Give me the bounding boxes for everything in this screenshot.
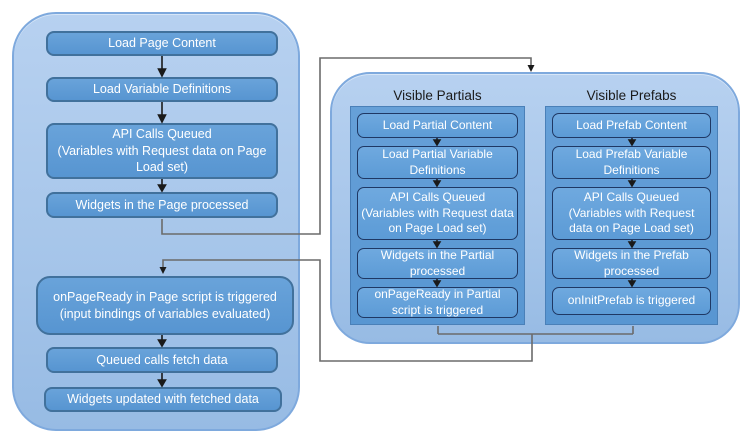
flow-step-onpageready-triggered: onPageReady in Page script is triggered … bbox=[36, 276, 294, 335]
flow-step-widgets-updated: Widgets updated with fetched data bbox=[44, 387, 282, 412]
flow-step-api-calls-queued: API Calls Queued (Variables with Request… bbox=[46, 123, 278, 179]
flow-step-load-variable-definitions: Load Variable Definitions bbox=[46, 77, 278, 102]
partial-step-api-calls-queued: API Calls Queued (Variables with Request… bbox=[357, 187, 518, 240]
partial-step-onpageready-triggered: onPageReady in Partial script is trigger… bbox=[357, 287, 518, 318]
flow-step-load-page-content: Load Page Content bbox=[46, 31, 278, 56]
prefab-step-widgets-processed: Widgets in the Prefab processed bbox=[552, 248, 711, 279]
prefab-step-load-variable-definitions: Load Prefab Variable Definitions bbox=[552, 146, 711, 179]
visible-prefabs-title: Visible Prefabs bbox=[586, 87, 677, 103]
prefab-step-load-content: Load Prefab Content bbox=[552, 113, 711, 138]
visible-partials-title: Visible Partials bbox=[393, 87, 482, 103]
partial-step-widgets-processed: Widgets in the Partial processed bbox=[357, 248, 518, 279]
prefab-step-oninitprefab-triggered: onInitPrefab is triggered bbox=[552, 287, 711, 315]
flow-step-queued-calls-fetch: Queued calls fetch data bbox=[46, 347, 278, 373]
arrowhead-icon bbox=[527, 65, 535, 72]
partial-step-load-variable-definitions: Load Partial Variable Definitions bbox=[357, 146, 518, 179]
partial-step-load-content: Load Partial Content bbox=[357, 113, 518, 138]
flow-step-widgets-processed: Widgets in the Page processed bbox=[46, 192, 278, 218]
prefab-step-api-calls-queued: API Calls Queued (Variables with Request… bbox=[552, 187, 711, 240]
